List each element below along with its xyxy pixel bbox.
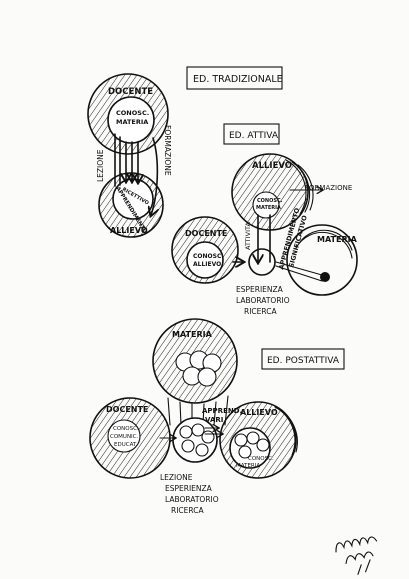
attiva-esperienza-text: ESPERIENZA LABORATORIO RICERCA — [236, 285, 290, 316]
attiva-esp3: RICERCA — [244, 307, 277, 316]
trad-conosc-label: CONOSC. — [116, 109, 149, 117]
post-docente-circle: DOCENTE CONOSC. COMUNIC. EDUCAT. — [89, 397, 171, 479]
post-vari-label: VARI — [205, 416, 223, 424]
title-tradizionale: ED. TRADIZIONALE — [193, 74, 283, 85]
post-comunic-label: COMUNIC. — [110, 434, 139, 440]
post-ricerca: RICERCA — [171, 506, 204, 515]
post-docente-label: DOCENTE — [106, 405, 148, 414]
trad-docente-label: DOCENTE — [108, 87, 153, 97]
attiva-allievo-circle: ALLIEVO CONOSC. MATERIA FORMAZIONE — [231, 153, 352, 231]
post-laboratorio: LABORATORIO — [165, 495, 219, 504]
attiva-conosc-label: CONOSC. — [257, 198, 283, 204]
post-allievo-label: ALLIEVO — [240, 408, 278, 417]
post-conosc-label: CONOSC. — [113, 426, 139, 432]
post-lezione: LEZIONE — [160, 473, 193, 482]
post-materia-circle: MATERIA — [152, 318, 238, 404]
post-esperienza: ESPERIENZA — [165, 484, 213, 493]
post-educat-label: EDUCAT. — [114, 442, 138, 448]
trad-docente-circle: DOCENTE CONOSC. MATERIA — [87, 73, 169, 155]
attiva-attivita-label: ATTIVITA — [244, 221, 252, 250]
attiva-materia-circle: MATERIA — [275, 224, 358, 296]
title-box-attiva: ED. ATTIVA — [223, 123, 280, 145]
attiva-docente-label: DOCENTE — [185, 229, 227, 238]
attiva-allievo2-label: ALLIEVO — [193, 261, 221, 268]
post-apprend-label: APPREND. — [202, 407, 242, 415]
trad-allievo-circle: ALLIEVO APPRENDIMENTO RICETTIVO — [98, 172, 164, 238]
post-materia-label: MATERIA — [172, 330, 213, 339]
title-postattiva: ED. POSTATTIVA — [267, 356, 340, 366]
trad-lezione-label: LEZIONE — [96, 149, 105, 182]
post-materia2-label: MATERIA — [236, 463, 260, 469]
post-lower-text: LEZIONE ESPERIENZA LABORATORIO RICERCA — [160, 473, 219, 515]
title-box-tradizionale: ED. TRADIZIONALE — [186, 66, 283, 90]
attiva-materia-label: MATERIA — [317, 235, 358, 244]
attiva-esp1: ESPERIENZA — [236, 285, 284, 294]
trad-materia-label: MATERIA — [116, 118, 148, 126]
trad-formazione-label: FORMAZIONE — [163, 125, 172, 176]
post-conosc2-label: CONOSC. — [248, 456, 274, 462]
trad-allievo-label: ALLIEVO — [110, 226, 148, 235]
title-attiva: ED. ATTIVA — [229, 131, 279, 141]
attiva-conosc2-label: CONOSC. — [193, 253, 224, 260]
attiva-docente-circle: DOCENTE CONOSC. ALLIEVO — [171, 216, 239, 284]
attiva-esp2: LABORATORIO — [236, 296, 290, 305]
post-allievo-circle: ALLIEVO CONOSC. MATERIA — [219, 401, 298, 479]
attiva-materia-small: MATERIA — [256, 205, 281, 211]
attiva-formazione-label: FORMAZIONE — [305, 184, 352, 192]
trad-lezione-arrows: LEZIONE FORMAZIONE — [96, 125, 172, 215]
post-center-circle: APPREND. VARI — [159, 407, 242, 463]
title-box-postattiva: ED. POSTATTIVA — [261, 348, 345, 370]
signature — [335, 536, 378, 575]
attiva-allievo-label: ALLIEVO — [252, 161, 292, 171]
